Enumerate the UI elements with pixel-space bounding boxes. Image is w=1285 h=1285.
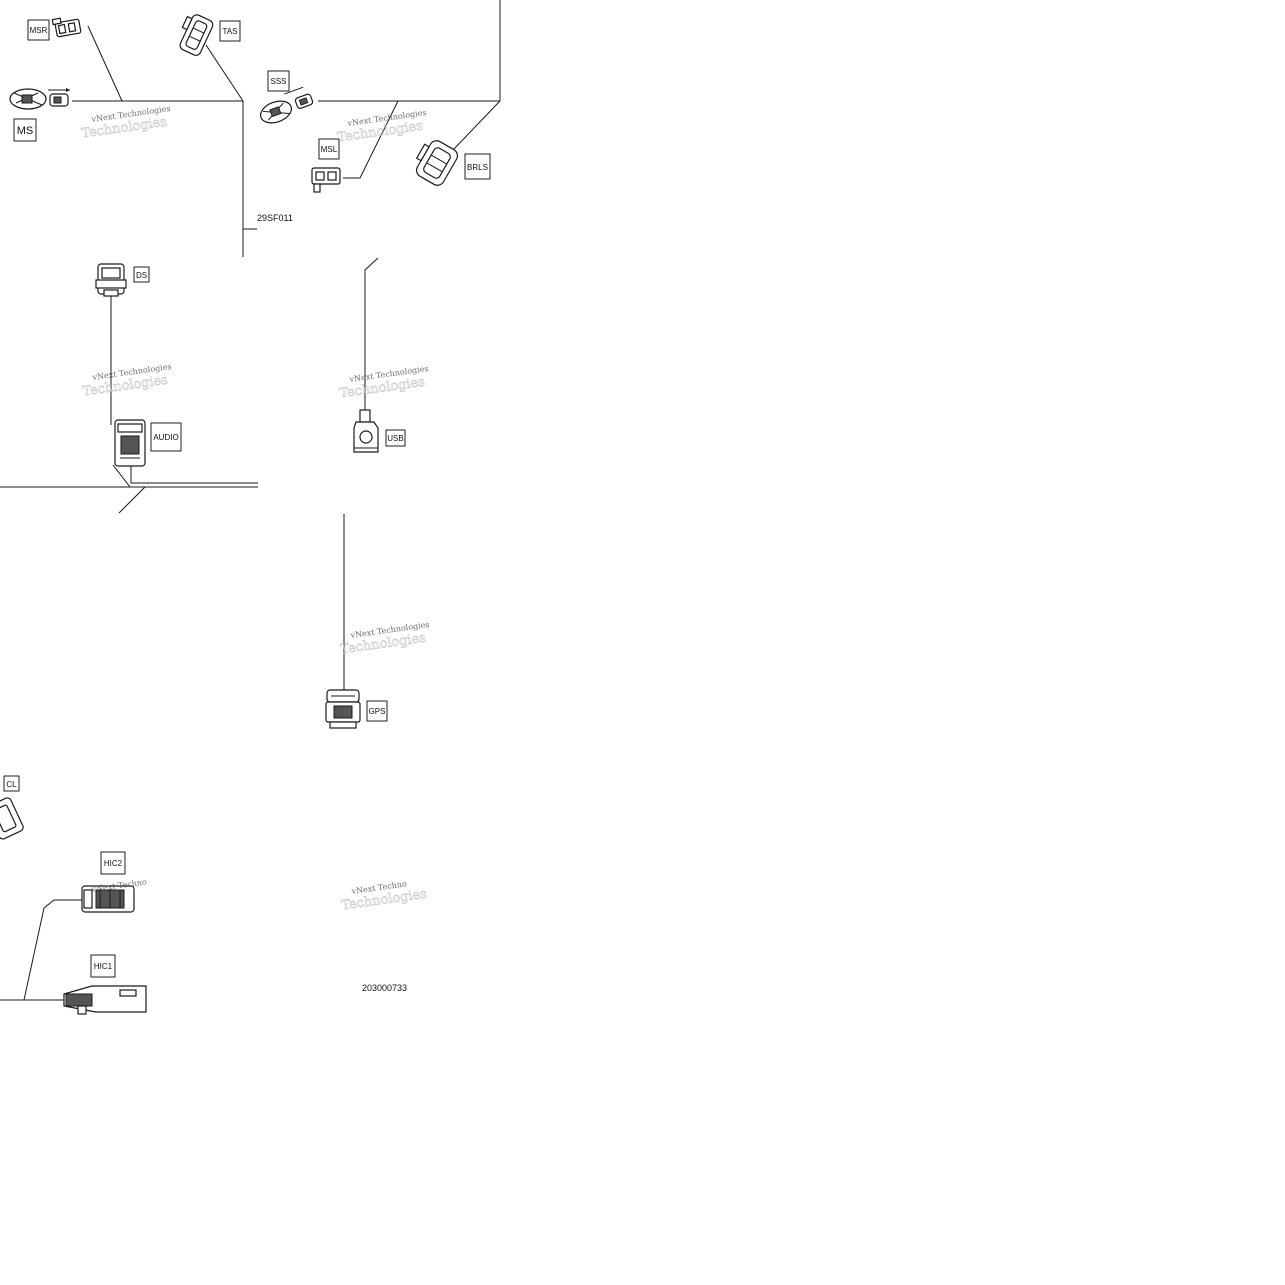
section-code-bottom: 203000733 — [362, 983, 407, 993]
usb-connector-icon — [353, 409, 379, 453]
sss-connector-icon — [259, 86, 314, 124]
svg-text:CL: CL — [6, 780, 17, 789]
svg-text:GPS: GPS — [369, 707, 386, 716]
label-usb: USB — [385, 429, 406, 447]
msl-connector-icon — [311, 167, 341, 193]
msr-connector-icon — [51, 17, 82, 38]
watermark-3: Technologies vNext Technologies — [81, 362, 172, 400]
label-hic2: HIC2 — [100, 851, 126, 875]
hic1-connector-icon — [63, 985, 147, 1015]
svg-text:MS: MS — [17, 125, 34, 137]
section-code-top: 29SF011 — [257, 213, 293, 223]
svg-text:MSL: MSL — [321, 145, 338, 154]
audio-connector-icon — [114, 419, 146, 467]
svg-text:USB: USB — [387, 434, 403, 443]
wires — [0, 0, 501, 1001]
cl-connector-icon — [0, 797, 24, 840]
watermark-2: Technologies vNext Technologies — [336, 108, 427, 146]
tas-connector-icon — [179, 14, 214, 56]
label-tas: TAS — [219, 20, 241, 42]
watermark-5: Technologies vNext Technologies — [339, 620, 430, 658]
watermark-7: Technologies vNext Techno — [340, 879, 428, 913]
label-gps: GPS — [366, 700, 388, 722]
label-ds: DS — [133, 266, 150, 283]
svg-text:HIC1: HIC1 — [94, 962, 113, 971]
watermark-4: Technologies vNext Technologies — [338, 364, 429, 402]
hic2-connector-icon — [81, 885, 135, 913]
label-cl: CL — [3, 775, 20, 792]
svg-text:MSR: MSR — [30, 26, 48, 35]
gps-connector-icon — [325, 689, 361, 729]
svg-text:HIC2: HIC2 — [104, 859, 123, 868]
brls-connector-icon — [415, 140, 459, 186]
svg-text:TAS: TAS — [223, 27, 238, 36]
watermark-1: Technologies vNext Technologies — [80, 104, 171, 142]
ds-connector-icon — [95, 263, 127, 297]
ms-connector-icon — [9, 88, 70, 110]
label-audio: AUDIO — [150, 422, 182, 452]
label-hic1: HIC1 — [90, 954, 116, 978]
svg-text:DS: DS — [136, 271, 147, 280]
label-ms: MS — [13, 118, 37, 142]
svg-text:AUDIO: AUDIO — [153, 433, 178, 442]
label-msl: MSL — [318, 138, 340, 160]
label-msr: MSR — [27, 19, 50, 41]
svg-text:BRLS: BRLS — [467, 163, 488, 172]
svg-text:SSS: SSS — [270, 77, 286, 86]
label-brls: BRLS — [464, 153, 491, 180]
label-sss: SSS — [267, 70, 290, 92]
